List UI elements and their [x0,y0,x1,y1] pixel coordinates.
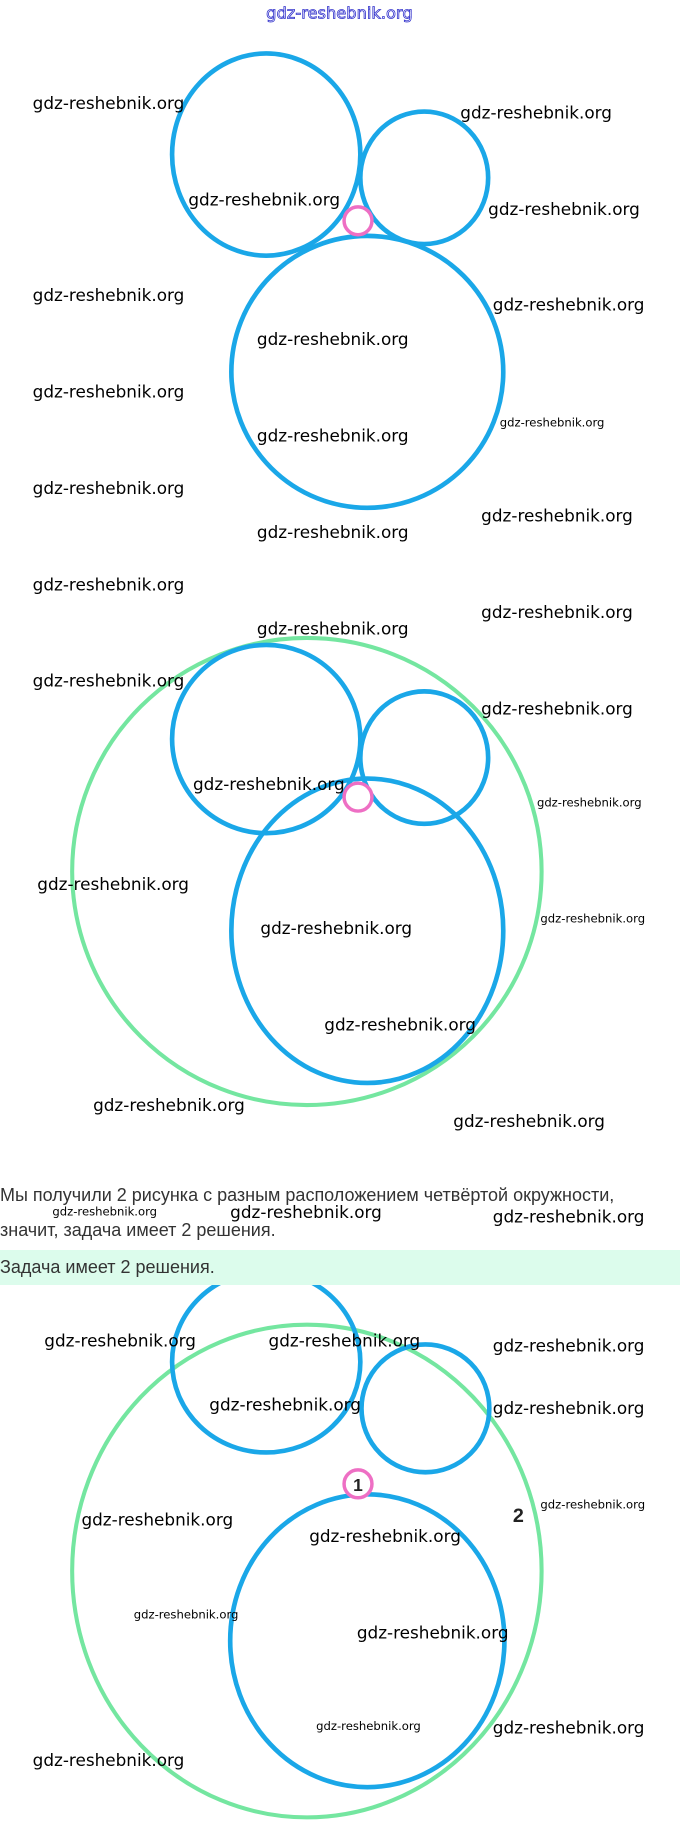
circle-right [358,109,491,247]
circle-small [342,1468,374,1500]
watermark: gdz-reshebnik.org [257,618,409,638]
label-one: 1 [353,1475,363,1495]
watermark: gdz-reshebnik.org [493,294,645,314]
watermark: gdz-reshebnik.org [481,699,633,719]
watermark: gdz-reshebnik.org [257,426,409,446]
watermark: gdz-reshebnik.org [493,1206,645,1226]
watermark: gdz-reshebnik.org [481,602,633,622]
watermark: gdz-reshebnik.org [93,1095,245,1115]
header-watermark: gdz-reshebnik.org [266,4,412,23]
explanation-line-1: Мы получили 2 рисунка с разным расположе… [0,1185,615,1205]
watermark: gdz-reshebnik.org [460,103,612,123]
watermark: gdz-reshebnik.org [193,774,345,794]
circle-right [358,689,491,827]
watermark: gdz-reshebnik.org [357,1622,509,1642]
watermark: gdz-reshebnik.org [493,1718,645,1738]
watermark: gdz-reshebnik.org [33,285,185,305]
watermark: gdz-reshebnik.org [309,1526,461,1546]
watermark: gdz-reshebnik.org [540,912,645,926]
watermarks: gdz-reshebnik.org gdz-reshebnik.org gdz-… [33,93,645,1770]
watermark: gdz-reshebnik.org [81,1510,233,1530]
figure-3: 1 2 [70,1268,544,1820]
circle-left [169,1268,363,1455]
watermark: gdz-reshebnik.org [33,381,185,401]
watermark: gdz-reshebnik.org [324,1015,476,1035]
watermark: gdz-reshebnik.org [537,795,642,809]
circle-small [342,205,374,237]
circle-outer [70,1322,544,1820]
figure-2 [70,635,544,1108]
circle-left [169,51,363,258]
watermark: gdz-reshebnik.org [493,1335,645,1355]
circle-bottom [229,233,506,511]
watermark: gdz-reshebnik.org [188,190,340,210]
watermark: gdz-reshebnik.org [37,874,189,894]
watermark: gdz-reshebnik.org [230,1202,382,1222]
answer-text: Задача имеет 2 решения. [0,1257,215,1277]
figure-1 [169,51,506,511]
watermark: gdz-reshebnik.org [269,1331,421,1351]
label-two: 2 [513,1505,524,1527]
watermark: gdz-reshebnik.org [33,1750,185,1770]
watermark: gdz-reshebnik.org [33,93,185,113]
watermark: gdz-reshebnik.org [453,1111,605,1131]
circle-left [169,642,363,836]
watermark: gdz-reshebnik.org [500,415,605,429]
watermark: gdz-reshebnik.org [44,1331,196,1351]
watermark: gdz-reshebnik.org [33,671,185,691]
watermark: gdz-reshebnik.org [134,1608,239,1622]
circle-outer [70,635,544,1108]
watermark: gdz-reshebnik.org [488,199,640,219]
watermark: gdz-reshebnik.org [52,1204,157,1218]
watermark: gdz-reshebnik.org [540,1497,645,1511]
circle-right [359,1342,492,1475]
watermark: gdz-reshebnik.org [209,1395,361,1415]
watermark: gdz-reshebnik.org [33,478,185,498]
watermark: gdz-reshebnik.org [481,506,633,526]
explanation-line-2: значит, задача имеет 2 решения. [0,1220,276,1240]
watermark: gdz-reshebnik.org [257,329,409,349]
watermark: gdz-reshebnik.org [257,522,409,542]
watermark: gdz-reshebnik.org [316,1719,421,1733]
watermark: gdz-reshebnik.org [260,918,412,938]
circle-small [342,781,374,813]
watermark: gdz-reshebnik.org [33,574,185,594]
watermark: gdz-reshebnik.org [493,1398,645,1418]
circle-bottom [229,776,506,1086]
answer-box: Задача имеет 2 решения. [0,1250,680,1285]
